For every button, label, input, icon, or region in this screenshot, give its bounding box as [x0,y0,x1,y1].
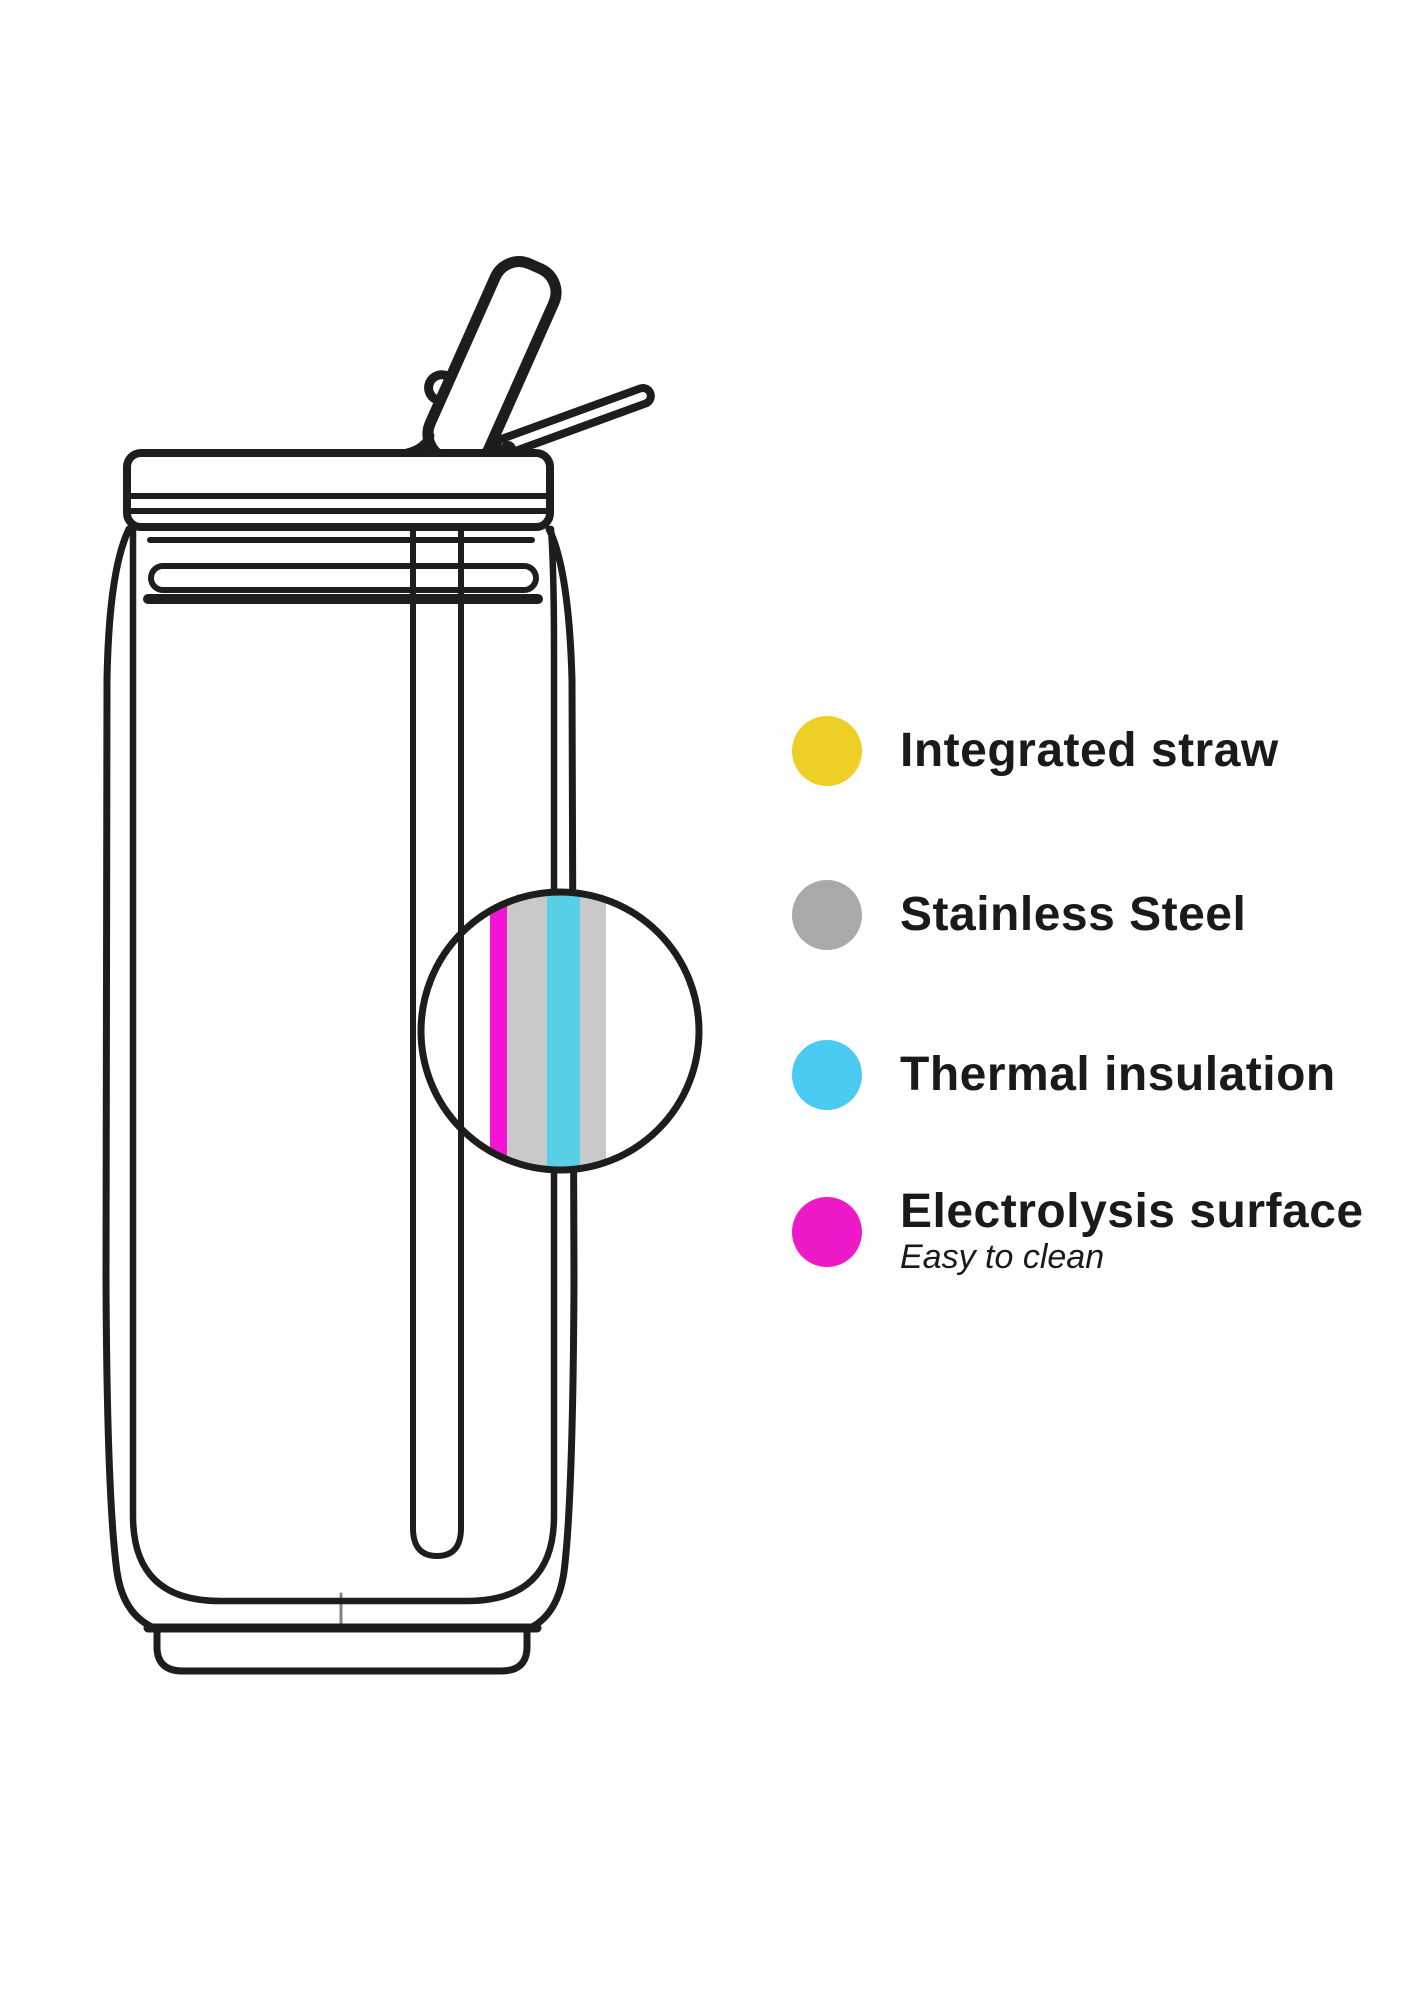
spout-assembly [397,256,655,471]
legend-dot-electrolysis-surface [792,1197,862,1267]
collar [143,537,543,604]
outer-wall-left [102,525,156,1631]
legend-item-integrated-straw: Integrated straw [792,716,1279,786]
legend-dot-integrated-straw [792,716,862,786]
legend-label: Integrated straw [900,724,1279,777]
legend-label: Thermal insulation [900,1048,1336,1101]
stripe-insulation [547,895,580,1167]
lid [123,449,554,531]
legend-item-electrolysis-surface: Electrolysis surface Easy to clean [792,1188,1364,1275]
can-body [102,525,578,1675]
inner-wall [129,525,558,1605]
stripe-steel-outer [580,895,606,1167]
base-band [153,1627,531,1675]
legend-item-stainless-steel: Stainless Steel [792,880,1246,950]
legend-label: Stainless Steel [900,888,1247,941]
legend-item-thermal-insulation: Thermal insulation [792,1040,1336,1110]
stripe-electrolysis-surface [490,895,507,1167]
outer-wall-right [528,525,578,1631]
collar-rolled-rim [148,563,539,593]
magnifier [417,888,703,1174]
magnifier-circle [417,888,703,1174]
legend-label: Electrolysis surface [900,1185,1364,1239]
lid-cap [123,449,554,531]
legend-dot-stainless-steel [792,880,862,950]
legend-sublabel: Easy to clean [900,1238,1105,1277]
stripe-steel-inner [507,895,547,1167]
straw [410,518,464,1559]
legend-dot-thermal-insulation [792,1040,862,1110]
